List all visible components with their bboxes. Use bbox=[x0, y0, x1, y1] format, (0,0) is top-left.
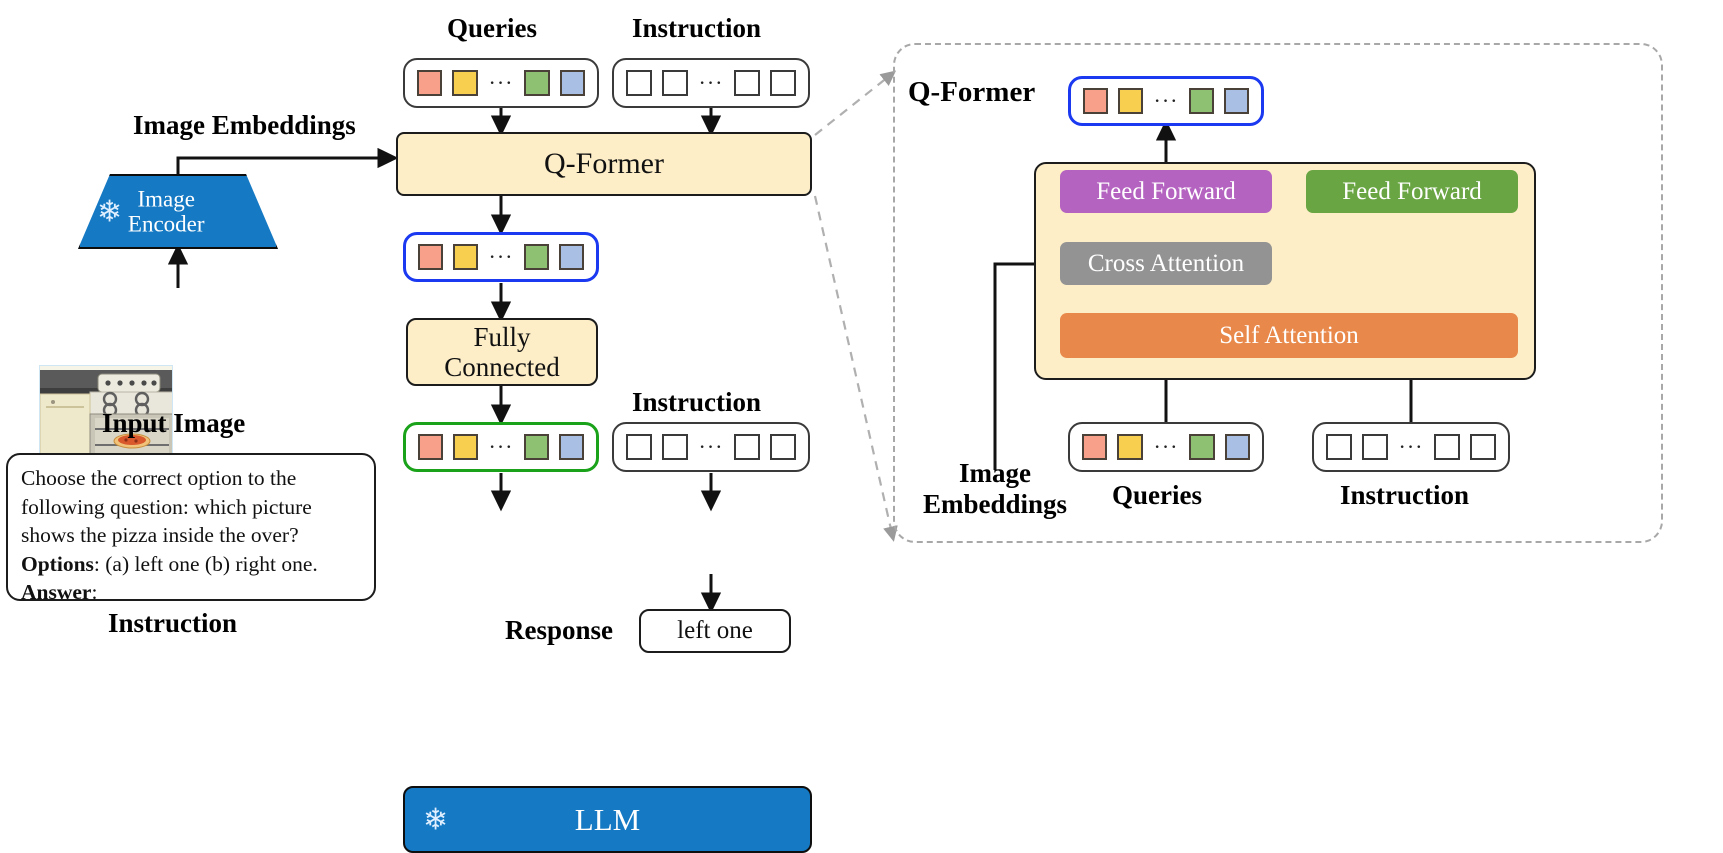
query-token-4 bbox=[1224, 434, 1250, 460]
ellipsis: ··· bbox=[1153, 88, 1179, 113]
instruction-caption-label: Instruction bbox=[108, 608, 238, 638]
output-token-3 bbox=[1189, 88, 1215, 114]
instruction-token-strip-mid[interactable]: ··· bbox=[612, 422, 810, 472]
ellipsis: ··· bbox=[1153, 434, 1179, 459]
instruction-answer-line: Answer: bbox=[21, 578, 361, 607]
cross-attention-block[interactable]: Cross Attention bbox=[1060, 242, 1272, 285]
llm-label: LLM bbox=[574, 801, 641, 837]
input-image-label: Input Image bbox=[102, 408, 246, 438]
image-embeddings-label: Image Embeddings bbox=[133, 110, 356, 140]
feed-forward-right-block[interactable]: Feed Forward bbox=[1306, 170, 1518, 213]
instruction-options-line: Options: (a) left one (b) right one. bbox=[21, 550, 361, 579]
instruction-token-1 bbox=[1326, 434, 1352, 460]
answer-value: : bbox=[91, 580, 98, 605]
queries-label-center: Queries bbox=[447, 13, 537, 43]
instruction-token-strip-top[interactable]: ··· bbox=[612, 58, 810, 108]
projected-token-3 bbox=[524, 434, 550, 460]
instruction-token-4 bbox=[1470, 434, 1496, 460]
fully-connected-label: Fully Connected bbox=[444, 321, 560, 382]
fully-connected-block[interactable]: Fully Connected bbox=[406, 318, 598, 386]
instruction-line-3: shows the pizza inside the over? bbox=[21, 523, 299, 548]
query-token-3 bbox=[524, 70, 550, 96]
ellipsis: ··· bbox=[488, 244, 514, 269]
image-encoder-block[interactable]: ❄ Image Encoder bbox=[78, 174, 278, 249]
feed-forward-left-block[interactable]: Feed Forward bbox=[1060, 170, 1272, 213]
projected-token-4 bbox=[559, 434, 584, 460]
query-token-1 bbox=[1082, 434, 1108, 460]
output-token-4 bbox=[559, 244, 584, 270]
instruction-line-1: Choose the correct option to the bbox=[21, 466, 297, 490]
query-token-4 bbox=[559, 70, 585, 96]
output-token-1 bbox=[418, 244, 443, 270]
instruction-token-2 bbox=[661, 434, 688, 460]
ellipsis: ··· bbox=[488, 434, 514, 459]
output-token-4 bbox=[1224, 88, 1249, 114]
instruction-token-3 bbox=[734, 70, 761, 96]
output-token-3 bbox=[524, 244, 550, 270]
output-token-1 bbox=[1083, 88, 1108, 114]
instruction-token-strip-detail[interactable]: ··· bbox=[1312, 422, 1510, 472]
instruction-text-box[interactable]: Choose the correct option to the followi… bbox=[6, 453, 376, 604]
queries-token-strip-detail[interactable]: ··· bbox=[1068, 422, 1264, 472]
ellipsis: ··· bbox=[1398, 434, 1424, 459]
ellipsis: ··· bbox=[698, 434, 724, 459]
instruction-token-1 bbox=[626, 70, 652, 96]
options-key: Options bbox=[21, 551, 94, 576]
output-token-2 bbox=[1117, 88, 1143, 114]
image-embeddings-label-detail: Image Embeddings bbox=[922, 458, 1068, 520]
instruction-token-1 bbox=[626, 434, 652, 460]
instruction-label-center-mid: Instruction bbox=[632, 387, 762, 417]
response-label: Response bbox=[505, 615, 614, 645]
instruction-token-2 bbox=[661, 70, 688, 96]
qformer-block-center[interactable]: Q-Former bbox=[396, 132, 812, 196]
queries-label-detail: Queries bbox=[1112, 480, 1202, 510]
projected-token-strip[interactable]: ··· bbox=[403, 422, 599, 472]
qformer-detail-panel bbox=[893, 43, 1663, 543]
query-token-3 bbox=[1189, 434, 1215, 460]
qformer-detail-output-strip[interactable]: ··· bbox=[1068, 76, 1264, 126]
answer-key: Answer bbox=[21, 580, 92, 605]
llm-block[interactable]: ❄ LLM bbox=[403, 786, 812, 853]
ellipsis: ··· bbox=[488, 70, 514, 95]
output-token-2 bbox=[452, 244, 478, 270]
options-value: : (a) left one (b) right one. bbox=[93, 551, 318, 576]
instruction-label-detail: Instruction bbox=[1340, 480, 1470, 510]
self-attention-block[interactable]: Self Attention bbox=[1060, 313, 1518, 358]
instruction-line-2: following question: which picture bbox=[21, 494, 312, 519]
projected-token-1 bbox=[418, 434, 443, 460]
image-encoder-label: Image Encoder bbox=[127, 185, 205, 237]
query-token-1 bbox=[417, 70, 443, 96]
query-token-2 bbox=[1117, 434, 1143, 460]
ellipsis: ··· bbox=[698, 70, 724, 95]
instruction-label-center-top: Instruction bbox=[632, 13, 762, 43]
response-value-box[interactable]: left one bbox=[639, 609, 791, 653]
instruction-token-3 bbox=[734, 434, 761, 460]
instruction-token-2 bbox=[1361, 434, 1388, 460]
instruction-token-3 bbox=[1434, 434, 1461, 460]
snowflake-icon: ❄ bbox=[97, 195, 123, 228]
qformer-output-token-strip[interactable]: ··· bbox=[403, 232, 599, 282]
qformer-detail-title: Q-Former bbox=[908, 76, 1036, 108]
projected-token-2 bbox=[452, 434, 478, 460]
instruction-token-4 bbox=[770, 70, 796, 96]
snowflake-icon: ❄ bbox=[423, 803, 449, 836]
instruction-token-4 bbox=[770, 434, 796, 460]
queries-token-strip-top[interactable]: ··· bbox=[403, 58, 599, 108]
query-token-2 bbox=[452, 70, 478, 96]
